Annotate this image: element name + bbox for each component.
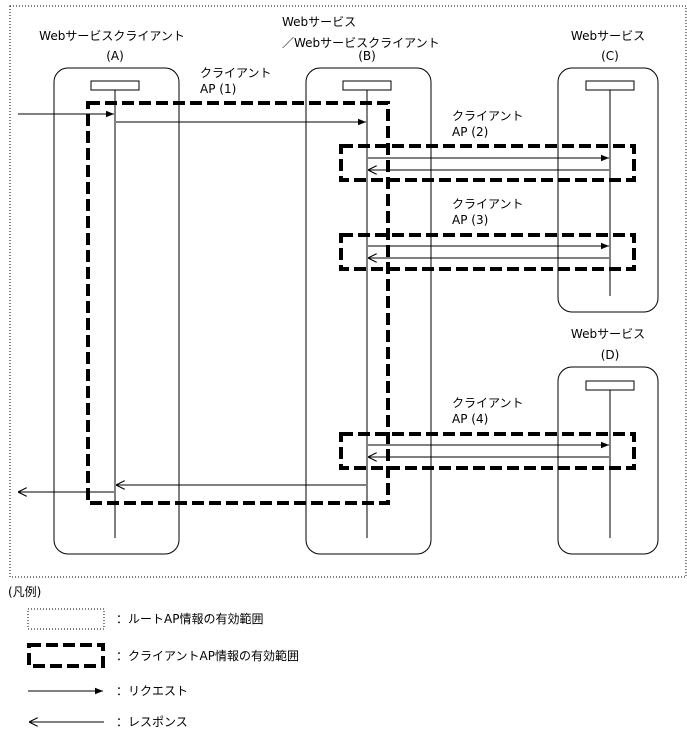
client-ap-1-label: クライアント — [200, 66, 272, 80]
client-ap-3-scope — [339, 233, 636, 271]
node-b-title-line1: Webサービス — [282, 15, 356, 29]
client-ap-2-scope — [339, 144, 636, 182]
client-ap-4-scope — [339, 432, 636, 470]
node-b-box — [305, 67, 432, 555]
node-b-id: (B) — [358, 49, 376, 63]
node-d-id: (D) — [601, 348, 620, 362]
legend-request-text: ：リクエスト — [116, 684, 188, 698]
node-b-title-line2: ／Webサービスクライアント — [282, 36, 440, 50]
legend-response-text: ：レスポンス — [116, 715, 188, 729]
node-c-title: Webサービス — [571, 29, 645, 43]
node-d-box — [557, 366, 659, 555]
node-a-lifeline-head — [90, 80, 140, 91]
client-ap-1-sub: AP (1) — [200, 82, 236, 96]
legend-title: (凡例) — [8, 585, 41, 599]
root-ap-scope-boundary — [9, 5, 687, 578]
node-c-box — [557, 67, 659, 313]
node-d-lifeline-head — [585, 380, 635, 391]
client-ap-3-label: クライアント — [452, 197, 524, 211]
node-c-lifeline-head — [585, 80, 635, 91]
node-b-lifeline-head — [342, 80, 392, 91]
legend-client-ap-swatch — [27, 643, 105, 668]
legend-root-ap-text: ：ルートAP情報の有効範囲 — [116, 611, 263, 626]
node-a-title: Webサービスクライアント — [39, 29, 185, 43]
client-ap-1-scope — [86, 101, 390, 505]
client-ap-3-sub: AP (3) — [452, 213, 488, 227]
legend-client-ap-text: ：クライアントAP情報の有効範囲 — [116, 648, 299, 663]
client-ap-4-label: クライアント — [452, 396, 524, 410]
node-a-id: (A) — [106, 49, 124, 63]
node-c-id: (C) — [601, 49, 619, 63]
node-d-title: Webサービス — [571, 327, 645, 341]
client-ap-2-label: クライアント — [452, 109, 524, 123]
client-ap-2-sub: AP (2) — [452, 125, 488, 139]
legend-root-ap-swatch — [27, 608, 105, 630]
client-ap-4-sub: AP (4) — [452, 412, 488, 426]
node-a-box — [53, 67, 180, 555]
